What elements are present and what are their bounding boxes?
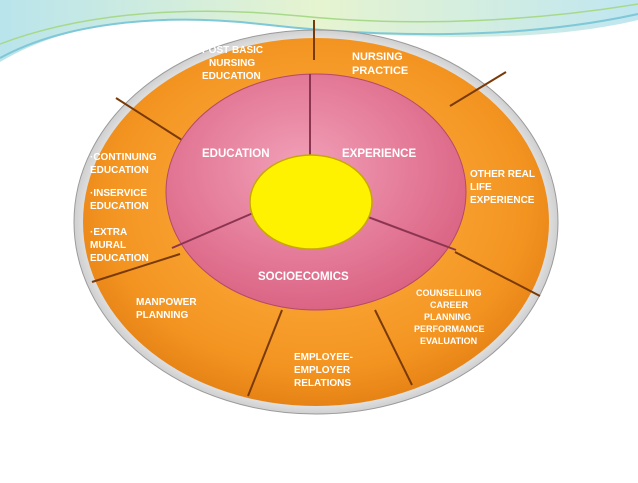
svg-text:EVALUATION: EVALUATION (420, 336, 477, 346)
label-experience: EXPERIENCE (342, 148, 416, 160)
svg-text:EMPLOYER: EMPLOYER (294, 365, 351, 376)
segment-post-basic: POST BASIC NURSING EDUCATION (202, 45, 263, 82)
svg-text:EDUCATION: EDUCATION (90, 201, 149, 212)
svg-text:LIFE: LIFE (470, 182, 492, 193)
svg-text:PLANNING: PLANNING (136, 310, 188, 321)
svg-text:·INSERVICE: ·INSERVICE (90, 188, 147, 199)
svg-text:OTHER REAL: OTHER REAL (470, 169, 535, 180)
segment-continuing: ·CONTINUING EDUCATION ·INSERVICE EDUCATI… (90, 152, 157, 264)
svg-text:MURAL: MURAL (90, 240, 126, 251)
inner-ring-dividers (171, 74, 457, 251)
label-socioeconomics: SOCIOECOMICS (258, 271, 349, 283)
svg-text:PRACTICE: PRACTICE (352, 65, 408, 77)
svg-text:EDUCATION: EDUCATION (90, 253, 149, 264)
svg-text:PLANNING: PLANNING (424, 312, 471, 322)
svg-text:POST BASIC: POST BASIC (202, 45, 263, 56)
segment-counselling: COUNSELLING CAREER PLANNING PERFORMANCE … (414, 288, 485, 346)
outer-ring-dividers (91, 20, 541, 397)
svg-text:NURSING: NURSING (352, 51, 403, 63)
svg-text:CAREER: CAREER (430, 300, 469, 310)
header-wave (0, 0, 638, 62)
svg-text:NURSING: NURSING (209, 58, 255, 69)
svg-text:EXPERIENCE: EXPERIENCE (470, 195, 535, 206)
label-education: EDUCATION (202, 148, 270, 160)
svg-text:EDUCATION: EDUCATION (202, 71, 261, 82)
svg-text:·EXTRA: ·EXTRA (90, 227, 127, 238)
svg-text:·CONTINUING: ·CONTINUING (90, 152, 157, 163)
svg-text:EDUCATION: EDUCATION (90, 165, 149, 176)
segment-manpower: MANPOWER PLANNING (136, 297, 197, 321)
svg-text:RELATIONS: RELATIONS (294, 378, 351, 389)
svg-text:COUNSELLING: COUNSELLING (416, 288, 482, 298)
svg-text:MANPOWER: MANPOWER (136, 297, 197, 308)
segment-employee-relations: EMPLOYEE- EMPLOYER RELATIONS (294, 352, 353, 389)
center-circle (249, 154, 373, 250)
segment-other-real-life: OTHER REAL LIFE EXPERIENCE (470, 169, 535, 206)
svg-text:EMPLOYEE-: EMPLOYEE- (294, 352, 353, 363)
svg-text:PERFORMANCE: PERFORMANCE (414, 324, 485, 334)
segment-nursing-practice: NURSING PRACTICE (352, 51, 408, 77)
